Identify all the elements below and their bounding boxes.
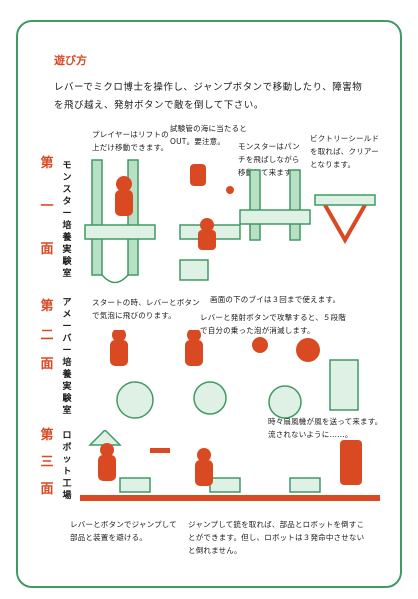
stage2-number-char3: 面 xyxy=(40,357,54,372)
stage1-number: 第 一 面 xyxy=(40,152,54,261)
stage3-number-char2: 三 xyxy=(40,455,54,470)
page-title: 遊び方 xyxy=(54,54,87,67)
stage3-name: ロボット工場 xyxy=(62,431,72,501)
stage3-number-char1: 第 xyxy=(40,428,54,443)
page-border xyxy=(16,20,402,588)
stage2-number-char1: 第 xyxy=(40,299,54,314)
stage3-number: 第 三 面 xyxy=(40,424,54,501)
stage2-illustration xyxy=(110,330,359,419)
stage3-number-char3: 面 xyxy=(40,482,54,497)
stage2-number: 第 二 面 xyxy=(40,295,54,376)
stage1-caption-shield: ビクトリーシールドを取れば、クリアーとなります。 xyxy=(310,134,380,169)
stage1-number-char3: 面 xyxy=(40,242,54,257)
stage2-number-char2: 二 xyxy=(40,328,54,343)
intro-text: レバーでミクロ博士を操作し、ジャンプボタンで移動したり、障害物を飛び越え、発射ボ… xyxy=(54,82,363,111)
stage1-caption-lift: プレイヤーはリフトの上だけ移動できます。 xyxy=(92,130,169,152)
stage3-caption-jump: レバーとボタンでジャンプして部品と装置を避ける。 xyxy=(70,520,177,542)
stage3-illustration xyxy=(80,430,380,501)
stage2-caption-attack: レバーと発射ボタンで攻撃すると、５段階で自分の乗った泡が消滅します。 xyxy=(200,313,346,335)
stage1-illustration xyxy=(84,159,376,284)
stage1-caption-buoy: 画面の下のブイは３回まで使えます。 xyxy=(210,295,341,304)
stage2-name: アメーバー培養実験室 xyxy=(62,298,72,416)
stage1-name: モンスター培養実験室 xyxy=(62,161,72,279)
stage3-caption-fan: 時々扇風機が風を送って来ます。流されないように……。 xyxy=(268,417,383,439)
stage1-caption-monster: モンスターはパンチを飛ばしながら移動して来ます。 xyxy=(238,142,300,177)
stage1-number-char2: 一 xyxy=(40,199,54,214)
stage2-caption-start: スタートの時、レバーとボタンで気泡に飛びのります。 xyxy=(92,298,200,320)
stage1-number-char1: 第 xyxy=(40,156,54,171)
stage3-caption-gun: ジャンプして銃を取れば、部品とロボットを倒すことができます。但し、ロボットは３発… xyxy=(188,520,365,555)
stage1-caption-beaker: 試験管の海に当たるとOUT。要注意。 xyxy=(170,124,247,146)
